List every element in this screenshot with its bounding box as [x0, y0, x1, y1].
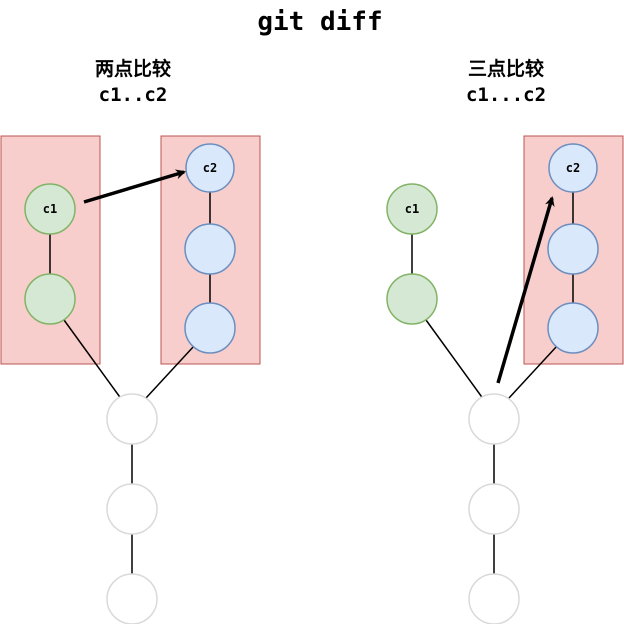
two-dot-c1-node [24, 183, 76, 235]
two-dot-c2-label: c2 [203, 161, 217, 175]
two-dot-base-node [106, 393, 158, 445]
two-dot-green-node [24, 273, 76, 325]
three-dot-c1-node [386, 183, 438, 235]
two-dot-heading: 两点比较 [95, 57, 171, 80]
two-dot-base-node [106, 483, 158, 535]
three-dot-c2-node [548, 143, 598, 193]
three-dot-compare-arrow [496, 196, 555, 384]
two-dot-c1-label: c1 [43, 202, 57, 216]
three-dot-merge-base-node [468, 393, 520, 445]
two-dot-edge [63, 319, 123, 401]
two-dot-compare-arrow [83, 169, 186, 204]
three-dot-c1-label: c1 [405, 202, 419, 216]
diagram-title: git diff [257, 7, 382, 37]
three-dot-green-node [386, 273, 438, 325]
three-dot-c2-label: c2 [566, 161, 580, 175]
three-dot-base-node [468, 483, 520, 535]
two-dot-blue-node [184, 302, 236, 354]
two-dot-base-node [106, 573, 158, 624]
two-dot-blue-node [184, 223, 236, 275]
three-dot-blue-node [547, 223, 599, 275]
two-dot-c2-node [185, 143, 235, 193]
three-dot-range: c1...c2 [466, 84, 546, 106]
three-dot-heading: 三点比较 [468, 57, 544, 80]
three-dot-base-node [468, 573, 520, 624]
two-dot-range: c1..c2 [99, 84, 168, 106]
three-dot-edge [425, 319, 485, 401]
three-dot-blue-node [547, 302, 599, 354]
three-dot-edge [508, 345, 558, 399]
two-dot-edge [145, 345, 195, 399]
